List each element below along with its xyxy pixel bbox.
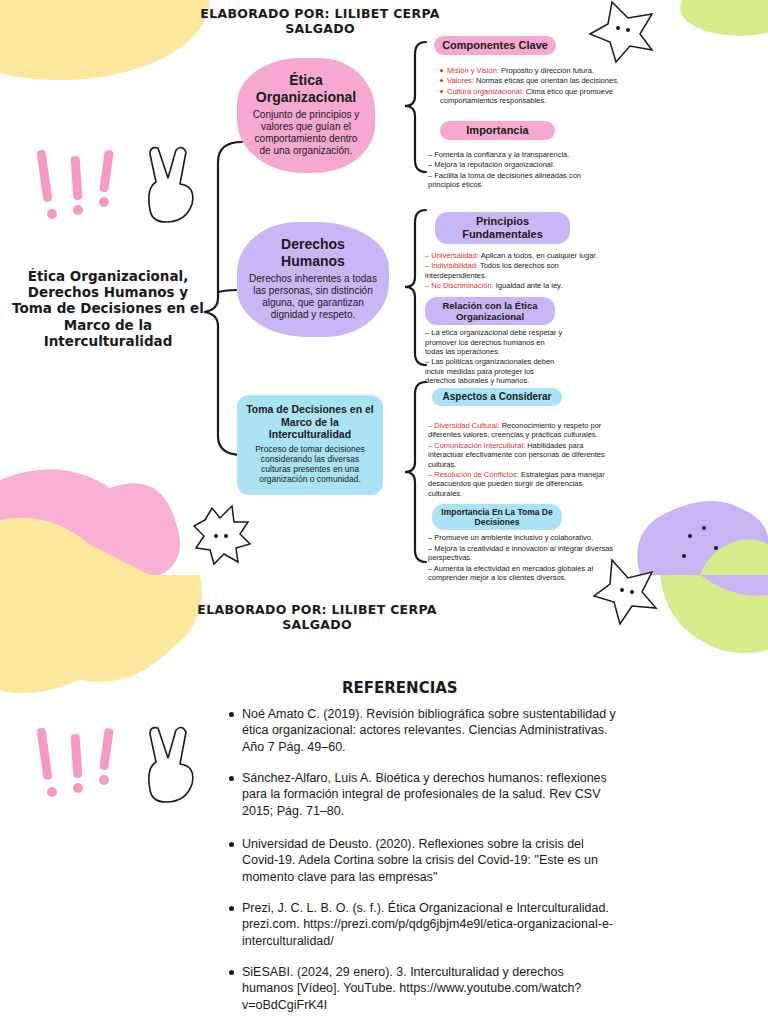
bullet-text: Igualdad ante la ley. bbox=[496, 281, 563, 290]
node-body: Derechos inherentes a todas las personas… bbox=[249, 273, 377, 321]
bullet-item: – Mejora la creatividad e innovación al … bbox=[428, 544, 616, 563]
topic-box: Toma de Decisiones en el Marco de la Int… bbox=[237, 395, 383, 495]
node-body: Proceso de tomar decisiones considerando… bbox=[245, 444, 375, 485]
bullet-text: – Promueve un ambiente inclusivo y colab… bbox=[428, 533, 593, 542]
reference-entry: Universidad de Deusto. (2020). Reflexion… bbox=[242, 836, 617, 885]
bullet-item: Cultura organizacional:Clima ético que p… bbox=[440, 87, 628, 106]
section-pill: Relación con la Ética Organizacional bbox=[425, 297, 555, 326]
bullet-list: – Universalidad:Aplican a todos, en cual… bbox=[425, 251, 613, 292]
bullet-text: – Facilita la toma de decisiones alinead… bbox=[428, 171, 581, 189]
bullet-item: – No Discriminación:Igualdad ante la ley… bbox=[425, 281, 613, 290]
exclamation-marks bbox=[36, 728, 113, 797]
bullet-item: Misión y Visión:Propósito y dirección fu… bbox=[440, 66, 628, 75]
star-face bbox=[594, 560, 656, 624]
bullet-item: – Diversidad Cultural:Reconocimiento y r… bbox=[428, 421, 616, 440]
bullet-item: – La ética organizacional debe respetar … bbox=[425, 328, 565, 356]
node-heading: Ética Organizacional bbox=[249, 72, 363, 106]
bullet-term: – Resolución de Conflictos: bbox=[428, 470, 519, 479]
bullet-item: – Las políticas organizacionales deben i… bbox=[425, 357, 565, 385]
node-heading: Componentes Clave bbox=[440, 39, 550, 52]
bullet-dot bbox=[440, 90, 443, 93]
bullet-text: Normas éticas que orientan las decisione… bbox=[476, 76, 619, 85]
pink-blob bbox=[0, 469, 180, 575]
node-heading: Relación con la Ética Organizacional bbox=[431, 300, 549, 323]
bullet-item: – Resolución de Conflictos:Estrategias p… bbox=[428, 470, 616, 498]
bullet-text: – Mejora la creatividad e innovación al … bbox=[428, 544, 613, 562]
topic-blob: Derechos HumanosDerechos inherentes a to… bbox=[237, 222, 389, 337]
section-pill: Aspectos a Considerar bbox=[432, 388, 562, 406]
bullet-text: – Fomenta la confianza y la transparenci… bbox=[428, 150, 569, 159]
green-blob bbox=[700, 540, 768, 575]
bullet-text: – Las políticas organizacionales deben i… bbox=[425, 357, 554, 385]
bullet-list: Misión y Visión:Propósito y dirección fu… bbox=[440, 66, 628, 107]
bullet-item: – Aumenta la efectividad en mercados glo… bbox=[428, 564, 616, 583]
reference-entry: Prezi, J. C. L. B. O. (s. f.). Ética Org… bbox=[242, 900, 617, 949]
bullet-text: – Aumenta la efectividad en mercados glo… bbox=[428, 564, 593, 582]
peace-hand bbox=[149, 147, 193, 222]
node-heading: Toma de Decisiones en el Marco de la Int… bbox=[245, 403, 375, 441]
author-byline: ELABORADO POR: LILIBET CERPA SALGADO bbox=[185, 6, 455, 36]
section-pill: Principios Fundamentales bbox=[435, 212, 570, 244]
reference-entry: Sánchez-Alfaro, Luis A. Bioética y derec… bbox=[242, 770, 617, 819]
bullet-item: – Promueve un ambiente inclusivo y colab… bbox=[428, 533, 616, 542]
bracket bbox=[204, 42, 426, 562]
reference-bullet bbox=[229, 842, 234, 847]
node-heading: Aspectos a Considerar bbox=[438, 391, 556, 403]
green-blob bbox=[660, 575, 768, 653]
bullet-item: – Mejora la reputación organizacional. bbox=[428, 160, 603, 169]
node-heading: Derechos Humanos bbox=[249, 236, 377, 270]
section-pill: Importancia En La Toma De Decisiones bbox=[432, 504, 562, 530]
bullet-text: – Mejora la reputación organizacional. bbox=[428, 160, 555, 169]
reference-bullet bbox=[229, 712, 234, 717]
bullet-dot bbox=[440, 69, 443, 72]
bullet-term: – No Discriminación: bbox=[425, 281, 494, 290]
node-body: Conjunto de principios y valores que guí… bbox=[249, 109, 363, 157]
bullet-list: – Diversidad Cultural:Reconocimiento y r… bbox=[428, 421, 616, 499]
reference-bullet bbox=[229, 776, 234, 781]
purple-blob bbox=[637, 501, 768, 575]
topic-blob: Ética OrganizacionalConjunto de principi… bbox=[237, 58, 375, 173]
reference-entry: Noé Amato C. (2019). Revisión bibliográf… bbox=[242, 706, 617, 755]
bullet-term: – Indivisibilidad: bbox=[425, 261, 478, 270]
reference-bullet bbox=[229, 970, 234, 975]
bullet-text: Propósito y dirección futura. bbox=[501, 66, 594, 75]
bullet-text: – La ética organizacional debe respetar … bbox=[425, 328, 562, 356]
star-face bbox=[590, 2, 652, 62]
section-pill: Componentes Clave bbox=[434, 36, 556, 55]
exclamation-marks bbox=[36, 150, 113, 219]
bullet-item: Valores:Normas éticas que orientan las d… bbox=[440, 76, 628, 85]
section-pill: Importancia bbox=[440, 121, 555, 140]
bullet-dot bbox=[440, 79, 443, 82]
reference-entry: SiESABI. (2024, 29 enero). 3. Intercultu… bbox=[242, 964, 617, 1013]
diagram-title: Ética Organizacional, Derechos Humanos y… bbox=[12, 268, 204, 349]
references-heading: REFERENCIAS bbox=[342, 679, 458, 697]
green-blob bbox=[680, 0, 768, 36]
yellow-blob bbox=[0, 518, 150, 575]
bullet-item: – Facilita la toma de decisiones alinead… bbox=[428, 171, 603, 190]
bullet-term: Valores: bbox=[447, 76, 474, 85]
node-heading: Principios Fundamentales bbox=[441, 215, 564, 241]
bullet-item: – Fomenta la confianza y la transparenci… bbox=[428, 150, 603, 159]
bullet-list: – Promueve un ambiente inclusivo y colab… bbox=[428, 533, 616, 583]
bullet-term: Misión y Visión: bbox=[447, 66, 499, 75]
bullet-list: – La ética organizacional debe respetar … bbox=[425, 328, 565, 386]
bullet-term: – Comunicación Intercultural: bbox=[428, 441, 525, 450]
author-byline: ELABORADO POR: LILIBET CERPA SALGADO bbox=[182, 602, 452, 632]
bullet-list: – Fomenta la confianza y la transparenci… bbox=[428, 150, 603, 191]
bullet-term: – Diversidad Cultural: bbox=[428, 421, 500, 430]
bullet-term: Cultura organizacional: bbox=[447, 87, 524, 96]
node-heading: Importancia bbox=[446, 124, 549, 137]
spiky-face bbox=[194, 506, 250, 564]
bullet-item: – Comunicación Intercultural:Habilidades… bbox=[428, 441, 616, 469]
peace-hand bbox=[149, 727, 193, 802]
yellow-blob bbox=[0, 0, 210, 80]
yellow-blob bbox=[0, 575, 202, 693]
bullet-text: Aplican a todos, en cualquier lugar. bbox=[481, 251, 598, 260]
bullet-item: – Universalidad:Aplican a todos, en cual… bbox=[425, 251, 613, 260]
node-heading: Importancia En La Toma De Decisiones bbox=[438, 507, 556, 527]
bullet-item: – Indivisibilidad:Todos los derechos son… bbox=[425, 261, 613, 280]
purple-blob bbox=[700, 575, 768, 596]
bullet-term: – Universalidad: bbox=[425, 251, 479, 260]
reference-bullet bbox=[229, 906, 234, 911]
